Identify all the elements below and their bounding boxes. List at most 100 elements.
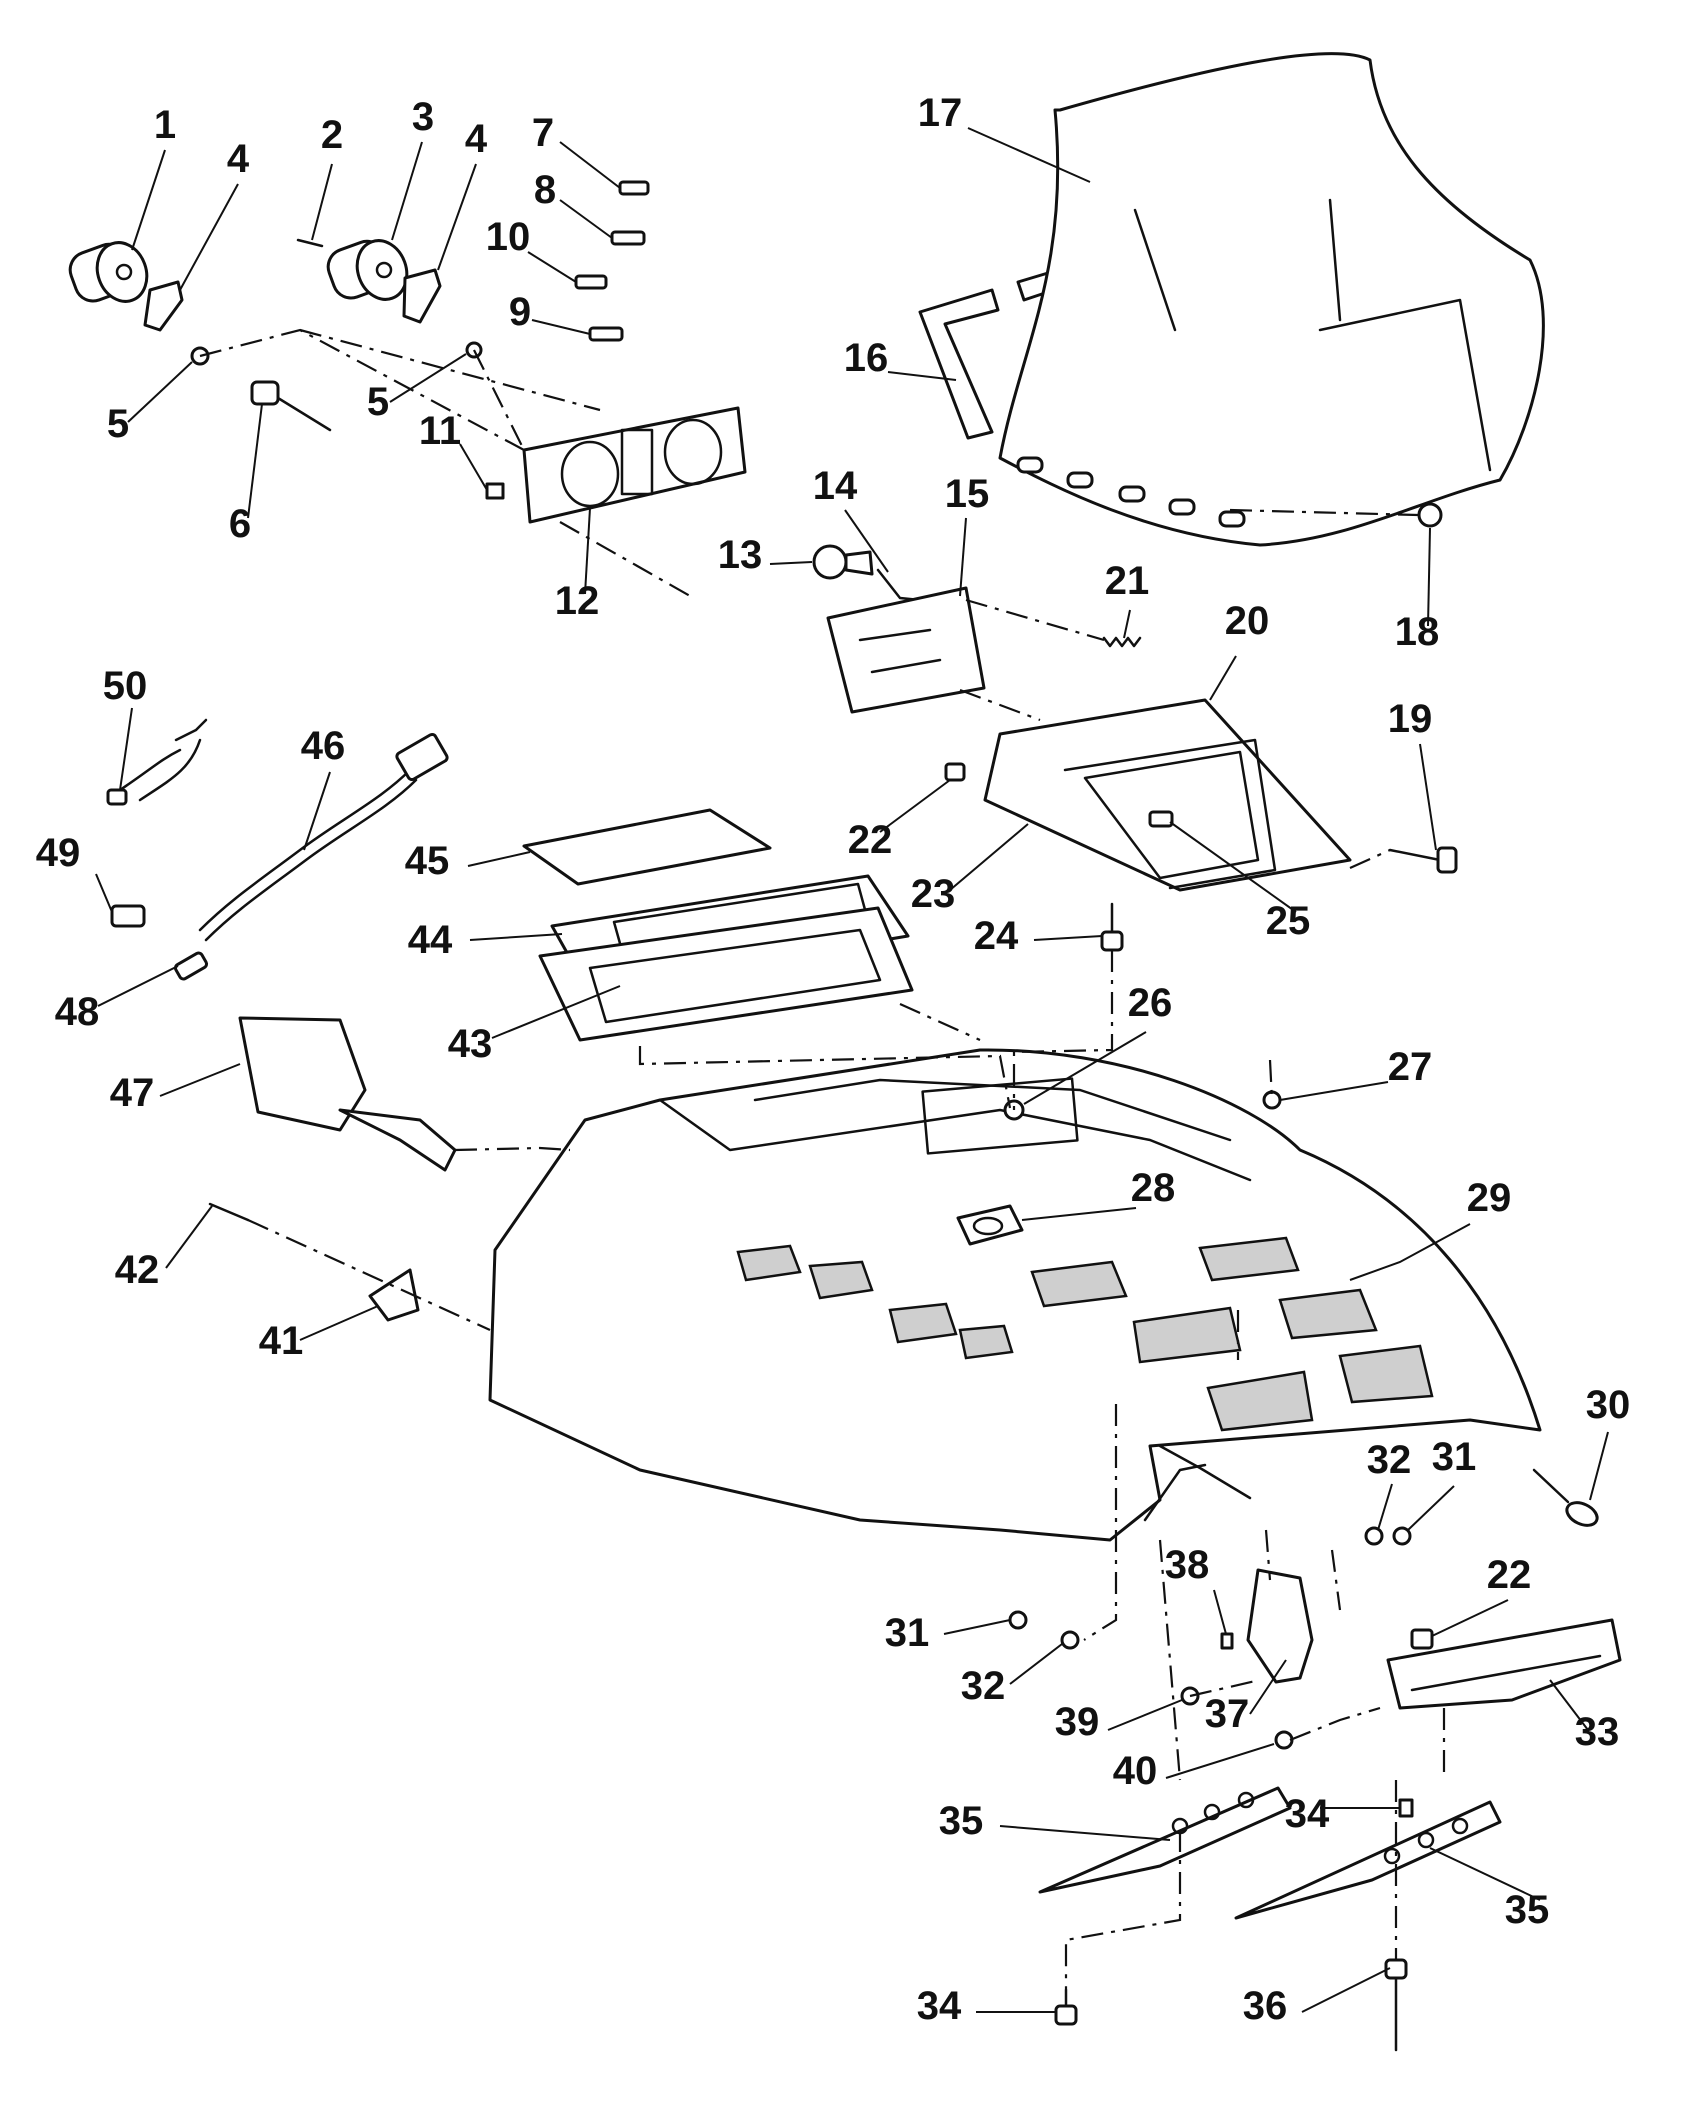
callout-24: 24 bbox=[974, 914, 1019, 958]
part-13-headlight-bulb bbox=[812, 544, 874, 580]
callout-39: 39 bbox=[1055, 1700, 1100, 1744]
part-2-pin bbox=[296, 238, 324, 248]
part-38-screw bbox=[1220, 1632, 1234, 1650]
part-16-decal bbox=[918, 288, 1000, 440]
callout-49: 49 bbox=[36, 831, 81, 875]
part-42-screw bbox=[208, 1202, 250, 1222]
part-6-switch bbox=[250, 380, 332, 432]
part-22-clip-lower bbox=[1410, 1628, 1434, 1650]
part-28-grommet bbox=[956, 1204, 1024, 1246]
part-18-rivet bbox=[1417, 502, 1443, 528]
callout-12: 12 bbox=[555, 579, 600, 623]
callout-22b: 22 bbox=[1487, 1553, 1532, 1597]
callout-38: 38 bbox=[1165, 1543, 1210, 1587]
part-22-clip-upper bbox=[944, 762, 966, 782]
callout-29: 29 bbox=[1467, 1176, 1512, 1220]
part-19-bolt bbox=[1388, 846, 1458, 874]
callout-30: 30 bbox=[1586, 1383, 1631, 1427]
part-21-spring bbox=[1102, 636, 1142, 648]
part-34-bolt-upper bbox=[1398, 1798, 1414, 1818]
callout-25: 25 bbox=[1266, 899, 1311, 943]
part-10-indicator bbox=[574, 274, 608, 290]
part-31-nut-upper bbox=[1392, 1526, 1412, 1546]
part-40-screw bbox=[1274, 1730, 1294, 1750]
part-14-wire bbox=[876, 568, 922, 602]
callout-33: 33 bbox=[1575, 1710, 1620, 1754]
callout-26: 26 bbox=[1128, 981, 1173, 1025]
callout-9: 9 bbox=[509, 290, 531, 334]
callout-1: 1 bbox=[154, 103, 176, 147]
part-8-indicator bbox=[610, 230, 646, 246]
part-20-headlight-housing bbox=[983, 698, 1352, 892]
hood-vents bbox=[736, 1236, 1434, 1432]
part-45-insulation bbox=[522, 808, 772, 886]
part-31-nut-lower bbox=[1008, 1610, 1028, 1630]
part-34-bolt-lower bbox=[1054, 1988, 1078, 2026]
part-30-ground-strap bbox=[1532, 1468, 1599, 1527]
callout-32b: 32 bbox=[961, 1664, 1006, 1708]
callout-27: 27 bbox=[1388, 1045, 1433, 1089]
callout-46: 46 bbox=[301, 724, 346, 768]
callout-18: 18 bbox=[1395, 610, 1440, 654]
callout-21: 21 bbox=[1105, 559, 1150, 603]
callout-20: 20 bbox=[1225, 599, 1270, 643]
callout-15: 15 bbox=[945, 472, 990, 516]
part-32-washer-upper bbox=[1364, 1526, 1384, 1546]
callout-48: 48 bbox=[55, 990, 100, 1034]
callout-6: 6 bbox=[229, 502, 251, 546]
part-46-wiring-harness bbox=[198, 732, 449, 942]
part-35-skid-right bbox=[1234, 1800, 1502, 1920]
callout-45: 45 bbox=[405, 839, 450, 883]
callout-14: 14 bbox=[813, 464, 858, 508]
callout-5b: 5 bbox=[367, 380, 389, 424]
callout-8: 8 bbox=[534, 168, 556, 212]
callout-42: 42 bbox=[115, 1248, 160, 1292]
part-11-screw bbox=[485, 482, 505, 500]
part-1-gauge bbox=[68, 241, 149, 303]
callout-37: 37 bbox=[1205, 1692, 1250, 1736]
part-12-instrument-panel bbox=[522, 406, 747, 524]
callout-28: 28 bbox=[1131, 1166, 1176, 1210]
callout-40: 40 bbox=[1113, 1749, 1158, 1793]
part-3-gauge bbox=[326, 239, 409, 301]
part-9-indicator bbox=[588, 326, 624, 342]
part-7-indicator bbox=[618, 180, 650, 196]
callout-41: 41 bbox=[259, 1319, 304, 1363]
part-27-fastener bbox=[1262, 1090, 1282, 1110]
part-4-bracket-left bbox=[143, 280, 184, 332]
part-4-bracket-right bbox=[402, 268, 442, 324]
part-36-rivet bbox=[1384, 1958, 1408, 2052]
part-33-bracket bbox=[1386, 1618, 1622, 1710]
part-24-bolt bbox=[1100, 902, 1124, 952]
callout-47: 47 bbox=[110, 1071, 155, 1115]
callout-22a: 22 bbox=[848, 818, 893, 862]
callout-50: 50 bbox=[103, 664, 148, 708]
callout-31b: 31 bbox=[885, 1611, 930, 1655]
part-15-headlight bbox=[826, 586, 986, 714]
part-50-sockets bbox=[106, 718, 208, 806]
callout-34a: 34 bbox=[1285, 1792, 1330, 1836]
part-37-hinge-bracket bbox=[1246, 1568, 1314, 1684]
callout-16: 16 bbox=[844, 336, 889, 380]
callout-10: 10 bbox=[486, 215, 531, 259]
part-43-tray bbox=[538, 906, 914, 1042]
part-32-washer-lower bbox=[1060, 1630, 1080, 1650]
callout-35a: 35 bbox=[939, 1799, 984, 1843]
callout-32a: 32 bbox=[1367, 1438, 1412, 1482]
callout-34b: 34 bbox=[917, 1984, 962, 2028]
callout-5a: 5 bbox=[107, 402, 129, 446]
part-25-clip bbox=[1148, 810, 1174, 828]
callout-11: 11 bbox=[419, 409, 461, 453]
callout-4a: 4 bbox=[227, 137, 250, 181]
part-17-windshield bbox=[998, 52, 1545, 547]
callout-35b: 35 bbox=[1505, 1888, 1550, 1932]
part-49-connector bbox=[110, 904, 146, 928]
callout-44: 44 bbox=[408, 918, 453, 962]
part-48-connector bbox=[173, 951, 209, 981]
callout-43: 43 bbox=[448, 1022, 493, 1066]
callout-23: 23 bbox=[911, 872, 956, 916]
callout-17: 17 bbox=[918, 91, 963, 135]
part-47-mirror bbox=[238, 1016, 457, 1172]
